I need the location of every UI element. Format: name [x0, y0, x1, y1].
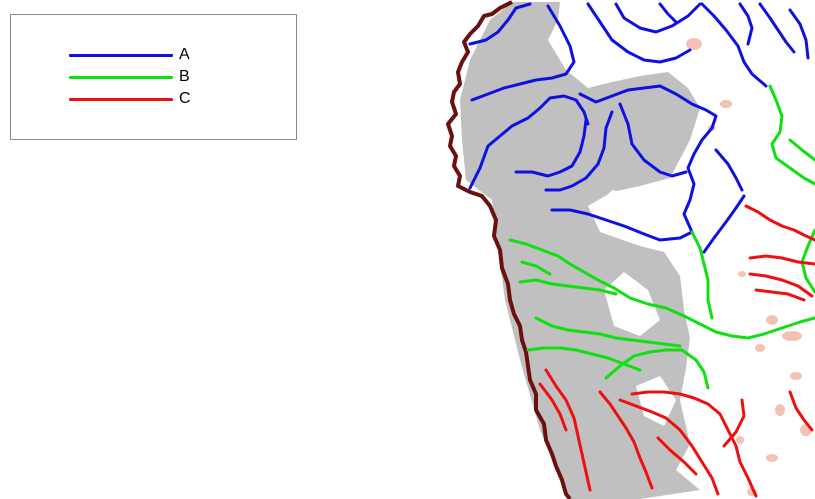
river-c — [544, 368, 592, 492]
patch — [766, 315, 778, 325]
river-a — [578, 84, 718, 234]
rivers-a — [468, 2, 810, 254]
river-a — [514, 118, 588, 178]
river-b — [534, 316, 682, 348]
river-b — [690, 230, 714, 320]
river-a — [470, 4, 576, 102]
patch — [790, 372, 802, 380]
river-c — [598, 390, 654, 490]
legend-line-c — [69, 97, 173, 101]
rivers-c — [538, 204, 815, 498]
land-region — [460, 2, 700, 499]
patch — [782, 331, 802, 341]
river-a — [758, 2, 796, 54]
legend-item-a: A — [69, 45, 190, 65]
river-c — [754, 288, 806, 302]
river-c — [744, 204, 815, 242]
rivers-b — [508, 84, 815, 390]
river-c — [722, 398, 746, 448]
river-a — [468, 94, 590, 190]
patch — [766, 454, 778, 462]
legend-label-c: C — [179, 90, 191, 107]
river-a — [700, 2, 768, 88]
river-c — [788, 390, 814, 432]
land-void-3 — [636, 376, 676, 426]
patch — [720, 100, 732, 108]
river-a — [550, 208, 694, 242]
land-void-1 — [594, 190, 672, 244]
patch — [738, 271, 746, 277]
river-a — [468, 2, 532, 46]
river-c — [656, 436, 698, 476]
river-a — [738, 2, 754, 46]
river-a — [788, 8, 810, 60]
river-c — [630, 390, 758, 498]
river-c — [538, 382, 568, 432]
legend-label-b: B — [179, 68, 190, 85]
river-c — [748, 272, 814, 298]
river-b — [768, 84, 815, 186]
patch — [686, 38, 702, 50]
legend-label-a: A — [179, 46, 190, 63]
river-b — [526, 346, 642, 372]
patch — [775, 404, 785, 416]
river-a — [714, 148, 744, 192]
river-c — [748, 254, 815, 266]
legend-line-b — [69, 75, 173, 79]
legend-item-b: B — [69, 67, 190, 87]
river-b — [604, 348, 710, 390]
land-void-2 — [604, 272, 660, 336]
river-b — [788, 138, 815, 162]
legend-line-a — [69, 53, 173, 57]
patch — [755, 344, 765, 352]
river-a — [618, 102, 688, 178]
coastline — [446, 0, 572, 499]
river-b — [518, 278, 618, 296]
river-b — [508, 238, 815, 340]
river-a — [658, 2, 678, 24]
river-c — [618, 398, 720, 496]
river-a — [614, 2, 702, 34]
river-a — [702, 194, 746, 254]
river-a — [544, 110, 614, 192]
patch — [736, 436, 744, 444]
river-a — [586, 2, 692, 64]
legend-item-c: C — [69, 89, 191, 109]
legend: A B C — [10, 14, 297, 140]
river-b — [520, 260, 552, 276]
